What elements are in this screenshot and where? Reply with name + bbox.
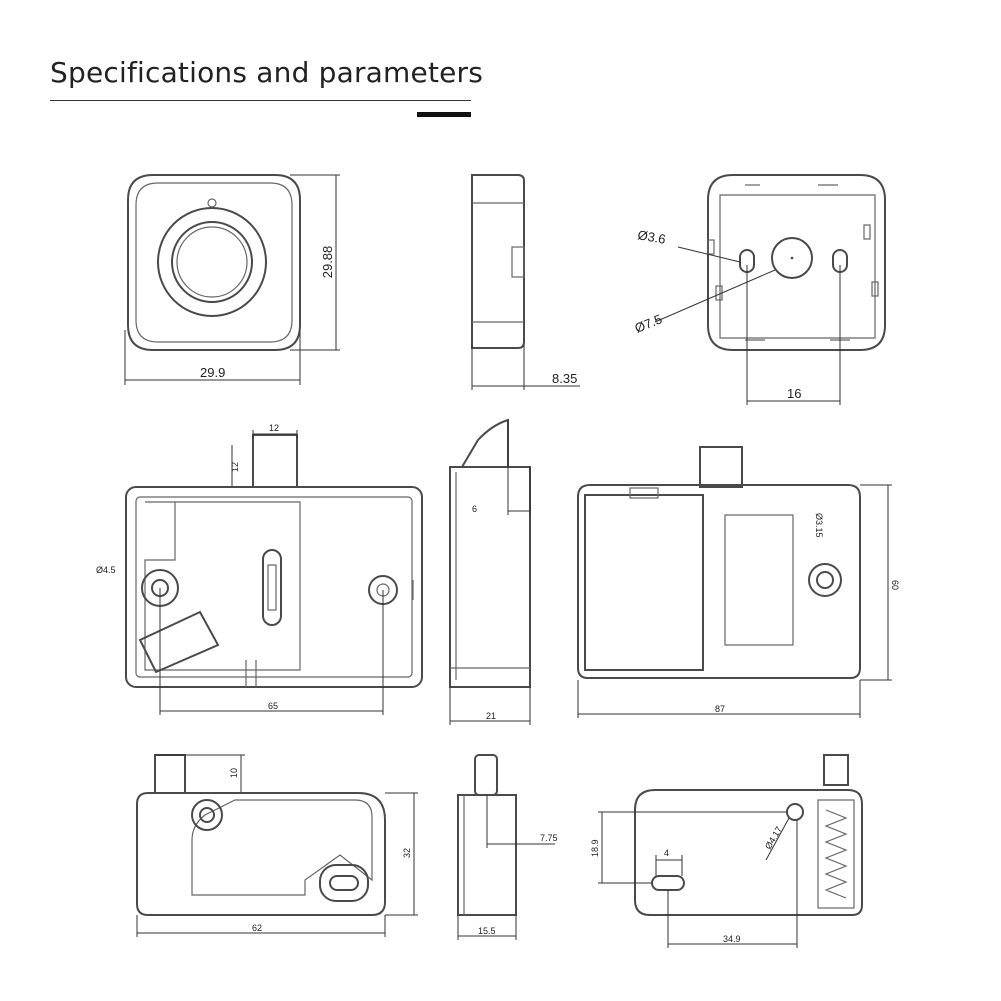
spring-latch-view: 18.9 4 Ø4.17 34.9 <box>590 754 863 948</box>
side-view: 8.35 <box>471 174 580 390</box>
lock-rear-housing <box>577 484 861 679</box>
lock-side-housing <box>449 466 531 688</box>
spring-hole <box>786 803 804 821</box>
dim-back-large-hole: Ø7.5 <box>633 311 665 335</box>
lock-rear-view: Ø3.15 60 87 <box>577 446 900 718</box>
title-accent-bar <box>417 112 471 117</box>
fingerprint-ring <box>157 207 267 317</box>
front-view: 29.9 29.88 <box>124 174 340 385</box>
spring-pin <box>823 754 849 786</box>
dim-front-width: 29.9 <box>200 365 225 380</box>
lock-slot <box>262 549 282 626</box>
dim-spring-hole-height: 18.9 <box>590 839 600 857</box>
dim-strike-side-offset: 7.75 <box>540 833 558 843</box>
dim-lock-bolt-height: 12 <box>230 462 240 472</box>
lock-housing <box>125 486 423 688</box>
dim-lock-side-depth: 21 <box>486 711 496 721</box>
dim-lock-hole-spacing: 65 <box>268 701 278 711</box>
title-underline <box>50 100 471 101</box>
spring-coil <box>824 809 848 899</box>
lock-side-view: 6 21 <box>449 418 531 725</box>
dim-back-small-hole: Ø3.6 <box>636 227 666 247</box>
page-title: Specifications and parameters <box>50 56 484 89</box>
strike-plate-view: 10 32 62 <box>136 754 418 937</box>
strike-pin <box>154 754 186 794</box>
dim-back-hole-spacing: 16 <box>787 386 801 401</box>
fingerprint-sensor <box>176 226 248 298</box>
dim-spring-slot-width: 4 <box>664 848 669 858</box>
battery-compartment <box>584 494 704 671</box>
dim-spring-hole: Ø4.17 <box>763 825 784 851</box>
strike-side-view: 7.75 15.5 <box>457 754 558 940</box>
dim-lock-bolt-width: 12 <box>269 423 279 433</box>
strike-slot <box>329 875 359 891</box>
rear-window <box>724 514 794 646</box>
strike-housing <box>136 792 386 916</box>
spring-housing <box>634 789 863 916</box>
lock-body-view: 12 12 Ø4.5 65 <box>96 423 423 715</box>
strike-hole <box>199 807 215 823</box>
led-indicator <box>207 198 217 208</box>
dim-strike-width: 62 <box>252 923 262 933</box>
dim-lock-rear-height: 60 <box>890 580 900 590</box>
spring-slot <box>651 875 685 891</box>
back-view: Ø3.6 Ø7.5 16 <box>633 174 886 405</box>
dim-lock-rear-width: 87 <box>715 704 725 714</box>
dim-strike-height: 32 <box>402 848 412 858</box>
dim-lock-hole: Ø4.5 <box>96 565 116 575</box>
dim-lock-rear-hole: Ø3.15 <box>814 513 824 538</box>
center-hole <box>771 237 813 279</box>
dim-lock-side-bolt: 6 <box>472 504 477 514</box>
dim-front-height: 29.88 <box>320 246 335 279</box>
dim-spring-width: 34.9 <box>723 934 741 944</box>
dim-strike-pin-height: 10 <box>229 768 239 778</box>
dim-side-depth: 8.35 <box>552 371 577 386</box>
dim-strike-side-depth: 15.5 <box>478 926 496 936</box>
lock-rear-hole <box>816 571 834 589</box>
lock-bolt <box>252 434 298 488</box>
latch-tongue <box>460 418 509 468</box>
